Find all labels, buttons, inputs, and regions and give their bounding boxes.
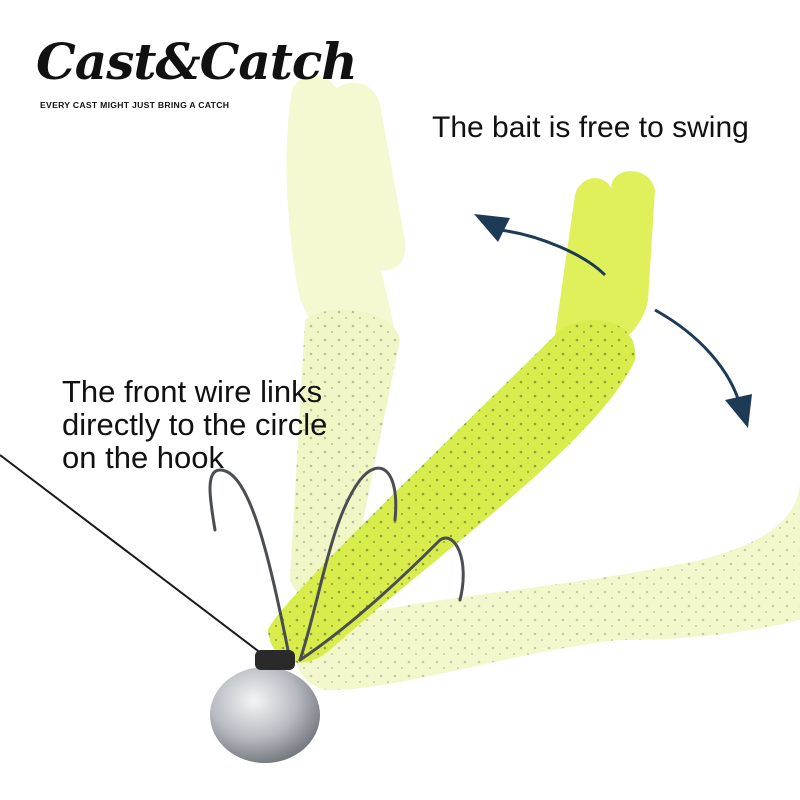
brand-logo: Cast&Catch EVERY CAST MIGHT JUST BRING A… xyxy=(36,30,358,120)
main-bait xyxy=(268,171,655,663)
caption-wire: The front wire links directly to the cir… xyxy=(62,374,328,475)
swing-arrow xyxy=(474,214,752,428)
brand-tagline: EVERY CAST MIGHT JUST BRING A CATCH xyxy=(40,100,230,110)
ghost-bait-upright xyxy=(286,75,406,598)
jig-head xyxy=(210,650,320,763)
brand-name: Cast&Catch xyxy=(36,32,358,91)
leader-line xyxy=(0,454,271,661)
hook-wires xyxy=(208,466,465,662)
ghost-bait-horizontal xyxy=(294,480,800,690)
caption-swing: The bait is free to swing xyxy=(432,111,749,144)
